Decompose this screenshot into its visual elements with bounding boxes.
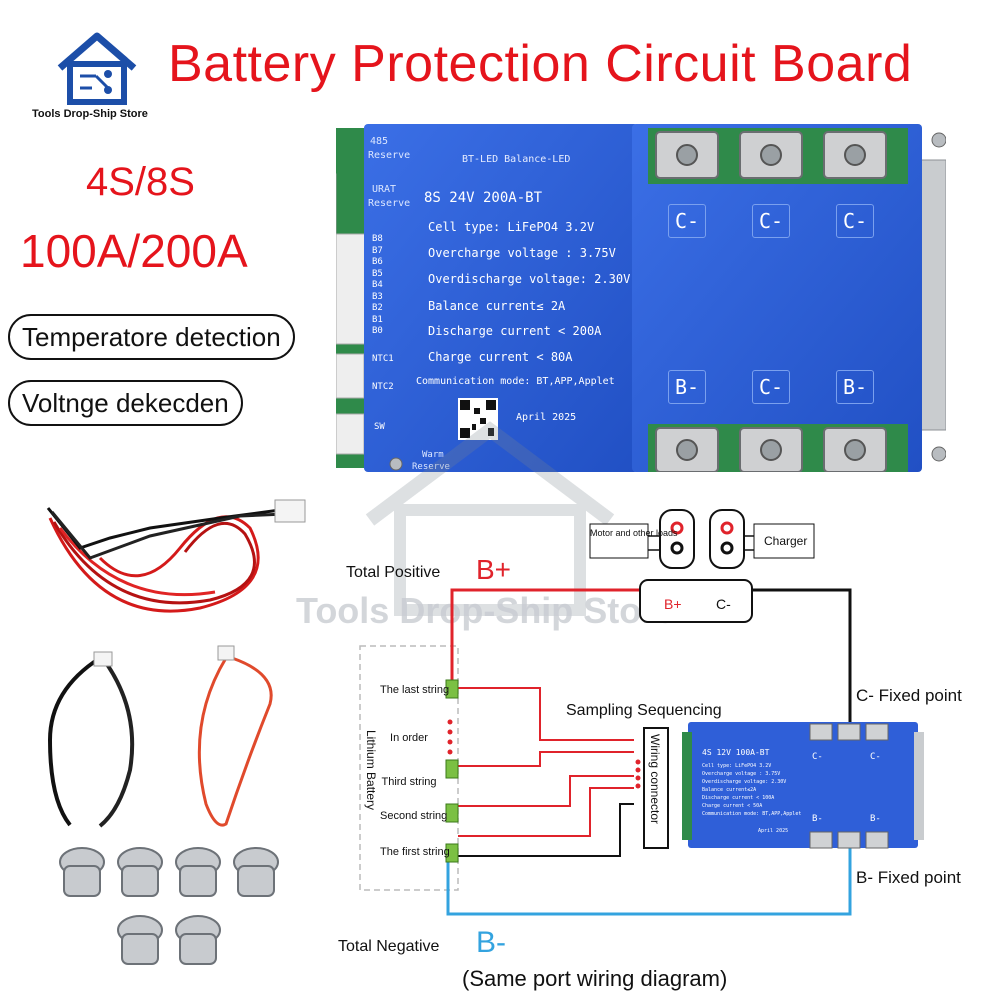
board-overdischarge: Overdischarge voltage: 2.30V [428, 272, 631, 286]
sampling-sequencing-label: Sampling Sequencing [566, 702, 722, 719]
board-comm: Communication mode: BT,APP,Applet [416, 376, 615, 387]
page-title: Battery Protection Circuit Board [168, 35, 913, 93]
terminal-label-c3: C- [836, 204, 874, 238]
string-last: The last string [380, 684, 450, 696]
board-model: 8S 24V 200A-BT [424, 190, 543, 206]
connector-c-minus: C- [716, 596, 731, 612]
screws-set [54, 840, 294, 970]
total-negative-label: Total Negative [338, 938, 440, 955]
board-warm: Warm [422, 450, 444, 460]
board-urat-reserve: Reserve [368, 198, 411, 209]
balance-wire-harness [40, 488, 310, 638]
board-sw: SW [374, 422, 385, 432]
terminal-label-b1: B- [668, 370, 706, 404]
board-overcharge: Overcharge voltage : 3.75V [428, 246, 616, 260]
feature-voltage-pill: Voltnge dekecden [8, 380, 243, 426]
watermark-text: Tools Drop-Ship Store [296, 590, 676, 631]
spec-current: 100A/200A [20, 225, 248, 277]
board-warm-reserve: Reserve [412, 462, 450, 472]
terminal-label-c4: C- [752, 370, 790, 404]
mini-terminal-b2: B- [870, 814, 881, 824]
board-485: 485 [370, 136, 389, 147]
lithium-battery-label: Lithium Battery [364, 730, 378, 811]
wiring-diagram: Motor and other loads Charger Total Posi… [330, 500, 990, 1000]
ntc-sensor-red [186, 644, 286, 834]
connector-b-plus: B+ [664, 596, 682, 612]
total-positive-label: Total Positive [346, 564, 441, 581]
mini-terminal-c2: C- [870, 752, 881, 762]
b-fixed-point-label: B- Fixed point [856, 868, 961, 887]
mini-terminal-b1: B- [812, 814, 823, 824]
string-in-order: In order [390, 732, 428, 744]
board-ntc1: NTC1 [372, 354, 394, 364]
store-logo [52, 30, 142, 106]
b-plus-label: B+ [476, 554, 512, 585]
wiring-connector-label: Wiring connector [648, 734, 662, 825]
board-date: April 2025 [516, 412, 577, 423]
board-discharge: Discharge current < 200A [428, 324, 602, 338]
board-charge: Charge current < 80A [428, 350, 573, 364]
feature-temperature-pill: Temperatore detection [8, 314, 295, 360]
mini-board-date: April 2025 [758, 828, 789, 834]
terminal-label-c1: C- [668, 204, 706, 238]
board-reserve: Reserve [368, 150, 411, 161]
string-third: Third string [381, 776, 437, 788]
charger-label: Charger [764, 534, 808, 548]
spec-series: 4S/8S [86, 160, 195, 204]
bms-board: C- C- C- B- C- B- 485 Reserve BT-LED Bal… [305, 124, 947, 473]
ntc-sensor-black [40, 650, 150, 830]
watermark-logo [360, 420, 620, 620]
b-minus-label: B- [476, 926, 506, 959]
board-cell-type: Cell type: LiFePO4 3.2V [428, 220, 595, 234]
c-fixed-point-label: C- Fixed point [856, 686, 962, 705]
mini-terminal-c1: C- [812, 752, 823, 762]
mini-board-model: 4S 12V 100A-BT [702, 748, 770, 757]
board-ntc2: NTC2 [372, 382, 394, 392]
store-name: Tools Drop-Ship Store [32, 108, 148, 120]
board-balance: Balance current≤ 2A [428, 299, 566, 313]
terminal-label-b2: B- [836, 370, 874, 404]
footer-label: (Same port wiring diagram) [462, 966, 728, 991]
terminal-label-c2: C- [752, 204, 790, 238]
load-label: Motor and other loads [590, 528, 678, 538]
board-urat: URAT [372, 184, 397, 195]
board-led-label: BT-LED Balance-LED [462, 154, 571, 165]
string-second: Second string [380, 810, 448, 822]
string-first: The first string [380, 846, 450, 858]
